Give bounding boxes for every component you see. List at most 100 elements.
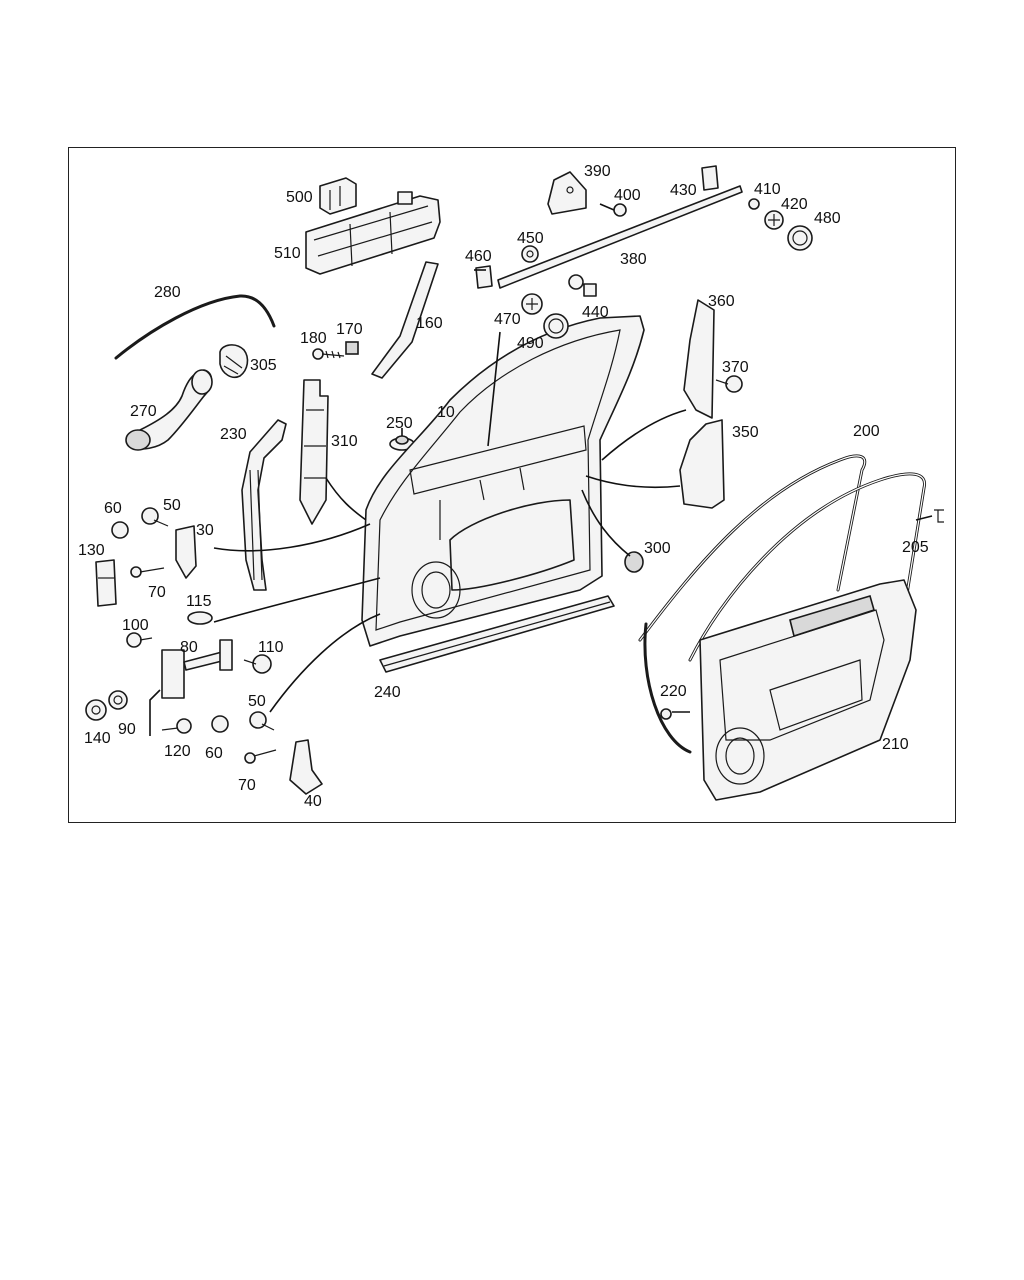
- callout-470: 470: [494, 311, 521, 328]
- part-115-plug[interactable]: [187, 611, 213, 625]
- part-390-bracket[interactable]: [547, 171, 587, 215]
- callout-70-lower: 70: [238, 777, 256, 794]
- callout-50-upper: 50: [163, 497, 181, 514]
- callout-480: 480: [814, 210, 841, 227]
- part-60-bolt-upper[interactable]: [111, 521, 129, 539]
- part-230-pillar-trim[interactable]: [241, 419, 287, 591]
- callout-80: 80: [180, 639, 198, 656]
- part-180-screw[interactable]: [312, 348, 345, 360]
- part-170-clip[interactable]: [345, 341, 359, 355]
- part-280-seal-strip[interactable]: [114, 294, 276, 360]
- part-200-window-seal[interactable]: [638, 454, 927, 754]
- part-510-impact-absorber[interactable]: [305, 191, 441, 275]
- callout-450: 450: [517, 230, 544, 247]
- part-305-clip[interactable]: [219, 344, 249, 379]
- part-110-bolt[interactable]: [243, 654, 272, 674]
- callout-230: 230: [220, 426, 247, 443]
- part-30-hinge-upper[interactable]: [175, 525, 197, 579]
- callout-220: 220: [660, 683, 687, 700]
- callout-170: 170: [336, 321, 363, 338]
- part-440-bolt[interactable]: [568, 274, 597, 297]
- part-310-cover-panel[interactable]: [299, 379, 329, 525]
- part-80-door-check[interactable]: [161, 639, 233, 699]
- part-300-plug[interactable]: [624, 551, 644, 573]
- callout-120: 120: [164, 743, 191, 760]
- part-140-nut[interactable]: [85, 699, 107, 721]
- callout-140: 140: [84, 730, 111, 747]
- part-240-sill-trim[interactable]: [379, 595, 615, 673]
- part-270-drain-hose[interactable]: [125, 369, 213, 451]
- callout-40: 40: [304, 793, 322, 810]
- callout-200: 200: [853, 423, 880, 440]
- part-130-bracket[interactable]: [95, 559, 117, 607]
- callout-500: 500: [286, 189, 313, 206]
- callout-250: 250: [386, 415, 413, 432]
- callout-115: 115: [186, 593, 212, 610]
- callout-90: 90: [118, 721, 136, 738]
- callout-420: 420: [781, 196, 808, 213]
- part-410-washer[interactable]: [748, 198, 760, 210]
- part-380-guide-rail[interactable]: [497, 185, 743, 289]
- part-205-clip[interactable]: [934, 509, 944, 523]
- callout-510: 510: [274, 245, 301, 262]
- callout-380: 380: [620, 251, 647, 268]
- callout-460: 460: [465, 248, 492, 265]
- part-470-bolt[interactable]: [521, 293, 543, 315]
- callout-440: 440: [582, 304, 609, 321]
- part-10-door-shell[interactable]: [361, 315, 645, 647]
- callout-60-upper: 60: [104, 500, 122, 517]
- part-50-bolt-lower[interactable]: [249, 711, 275, 731]
- part-160-trim-strip[interactable]: [371, 261, 439, 379]
- leader-lines: [149, 203, 933, 736]
- part-60-bolt-lower[interactable]: [211, 715, 229, 733]
- part-460-bracket[interactable]: [475, 265, 493, 289]
- callout-370: 370: [722, 359, 749, 376]
- part-220-plug[interactable]: [660, 708, 672, 720]
- part-360-panel[interactable]: [683, 299, 715, 419]
- callout-430: 430: [670, 182, 697, 199]
- part-50-bolt-upper[interactable]: [141, 507, 169, 527]
- part-100-bolt[interactable]: [126, 632, 153, 648]
- callout-205: 205: [902, 539, 929, 556]
- callout-390: 390: [584, 163, 611, 180]
- callout-360: 360: [708, 293, 735, 310]
- part-420-screw[interactable]: [764, 210, 784, 230]
- callout-490: 490: [517, 335, 544, 352]
- callout-310: 310: [331, 433, 358, 450]
- callout-350: 350: [732, 424, 759, 441]
- callout-210: 210: [882, 736, 909, 753]
- callout-180: 180: [300, 330, 327, 347]
- callout-10: 10: [437, 404, 455, 421]
- callout-110: 110: [258, 639, 284, 656]
- callout-410: 410: [754, 181, 781, 198]
- part-490-washer[interactable]: [543, 313, 569, 339]
- part-120-bolt[interactable]: [161, 718, 192, 734]
- part-430-clip[interactable]: [701, 165, 719, 191]
- part-40-hinge-lower[interactable]: [289, 739, 323, 795]
- callout-400: 400: [614, 187, 641, 204]
- callout-130: 130: [78, 542, 105, 559]
- callout-160: 160: [416, 315, 443, 332]
- callout-280: 280: [154, 284, 181, 301]
- part-500-bracket[interactable]: [319, 177, 357, 215]
- part-210-door-trim-panel[interactable]: [699, 579, 917, 801]
- part-70-screw-lower[interactable]: [244, 749, 277, 764]
- part-400-pin[interactable]: [613, 203, 627, 217]
- part-70-screw-upper[interactable]: [130, 566, 165, 578]
- callout-100: 100: [122, 617, 149, 634]
- callout-70-upper: 70: [148, 584, 166, 601]
- callout-30: 30: [196, 522, 214, 539]
- part-370-bolt[interactable]: [715, 375, 743, 393]
- callout-60-lower: 60: [205, 745, 223, 762]
- part-350-panel[interactable]: [679, 419, 725, 509]
- part-90-nut[interactable]: [108, 690, 128, 710]
- part-480-washer[interactable]: [787, 225, 813, 251]
- callout-300: 300: [644, 540, 671, 557]
- callout-240: 240: [374, 684, 401, 701]
- callout-270: 270: [130, 403, 157, 420]
- callout-50-lower: 50: [248, 693, 266, 710]
- callout-305: 305: [250, 357, 277, 374]
- callout-labels: 10 30 40 50 50 60 60 70 70 80 90 100 110…: [78, 163, 929, 810]
- part-450-nut[interactable]: [521, 245, 539, 263]
